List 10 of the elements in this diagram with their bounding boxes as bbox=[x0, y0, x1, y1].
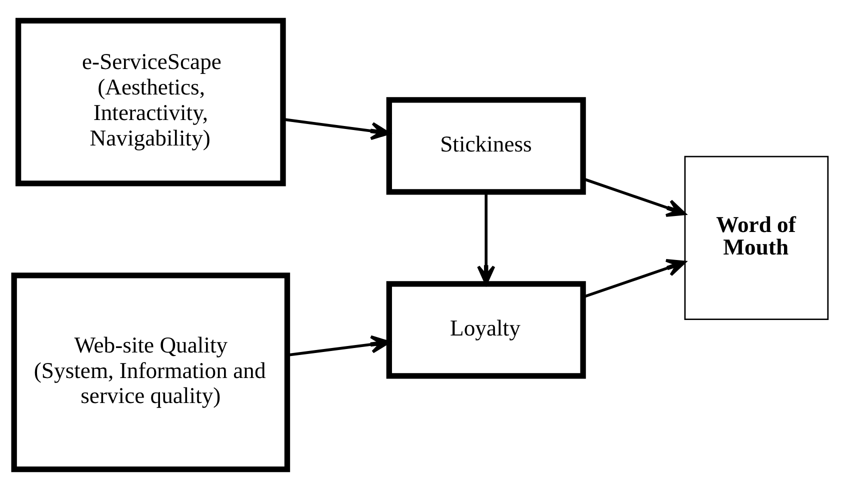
arrow bbox=[282, 118, 390, 140]
node-box: Word of Mouth bbox=[684, 156, 829, 320]
node-box: Loyalty bbox=[386, 281, 586, 379]
node-box: e-ServiceScape (Aesthetics, Interactivity, Navigability) bbox=[16, 18, 286, 186]
arrow bbox=[287, 335, 390, 357]
arrow bbox=[477, 192, 496, 285]
node-box: Web-site Quality (System, Information and service quality) bbox=[11, 272, 290, 472]
node-box: Stickiness bbox=[386, 97, 586, 195]
arrow bbox=[582, 259, 686, 298]
arrow bbox=[582, 178, 686, 217]
